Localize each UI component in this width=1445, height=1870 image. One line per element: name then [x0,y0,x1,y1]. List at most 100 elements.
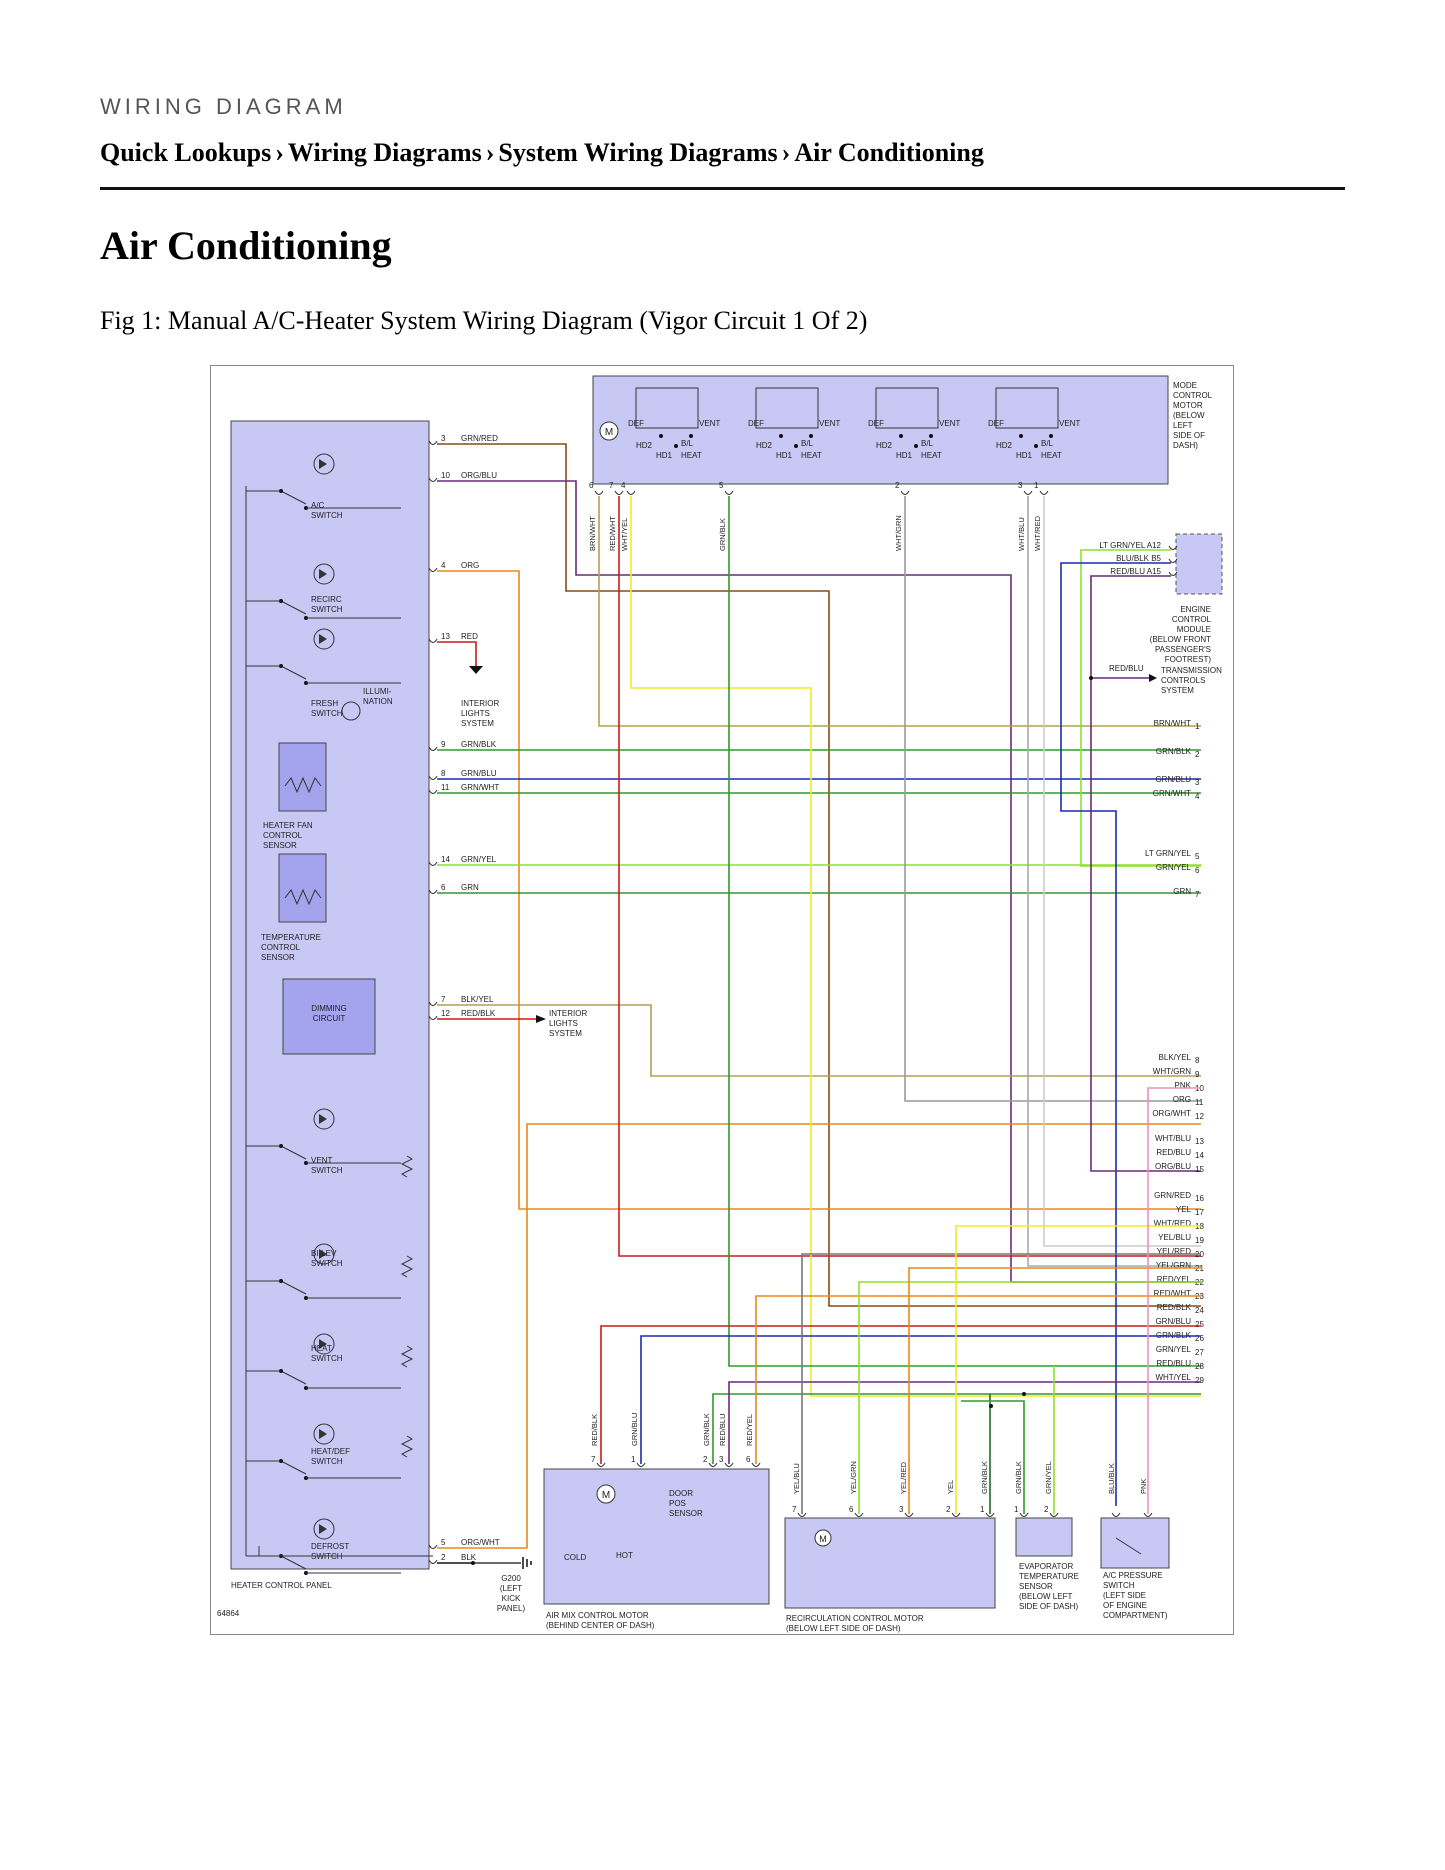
ac-pressure-switch-label: A/C PRESSURE [1103,1571,1163,1580]
mode-switch-frame [875,387,939,429]
ac-pressure-switch-label: OF ENGINE [1103,1601,1147,1610]
resistor-icon [400,1435,414,1458]
illumination-label: NATION [363,697,393,706]
connector-pin-number: 12 [1195,1112,1204,1121]
resistor-icon [284,888,322,906]
connector-wire-label: ORG/WHT [1152,1109,1191,1118]
arrow-icon [1149,674,1157,682]
panel-wire-label: GRN/BLU [461,769,497,778]
connector-wire-label: RED/BLU [1156,1148,1191,1157]
connector-pin-number: 8 [1195,1056,1200,1065]
air-mix-pin: 2 [703,1455,708,1464]
panel-wire-label: GRN/WHT [461,783,499,792]
mode-wire-whtblu [1027,496,1201,1267]
switch-contact-icon [280,600,307,615]
panel-pin-number: 5 [441,1538,446,1547]
connector-pin-number: 7 [1195,890,1200,899]
panel-pin-number: 9 [441,740,446,749]
connector-pin-number: 6 [1195,866,1200,875]
switch-contact-icon [280,665,307,680]
evaporator-sensor-label: EVAPORATOR [1019,1562,1073,1571]
recirc-switch-label: SWITCH [311,605,343,614]
ecm-label: ENGINE [1180,605,1211,614]
ecm-label: CONTROL [1172,615,1212,624]
air-mix-connector [724,1462,734,1467]
recirculation-motor-label: (BELOW LEFT SIDE OF DASH) [786,1624,901,1633]
arrow-icon [469,666,483,674]
mode-motor-wire-label: BRN/WHT [588,516,597,551]
mode-motor-pin: 2 [895,481,900,490]
ac-switch-label: A/C [311,501,325,510]
connector-wire-label: GRN/BLU [1155,1317,1191,1326]
breadcrumb-item-wiring-diagrams[interactable]: Wiring Diagrams [287,138,482,167]
air-mix-connector [596,1462,606,1467]
connector-wire-label: WHT/GRN [1153,1067,1191,1076]
breadcrumb-item-air-conditioning[interactable]: Air Conditioning [794,138,984,167]
recirc-connector [985,1512,995,1517]
mode-motor-connector [724,490,734,495]
mode-label-vent: VENT [819,419,840,428]
engine-control-module-box [1175,533,1223,595]
panel-pin-connector [428,1015,438,1020]
panel-pin-connector [428,1559,438,1564]
ground-label: G200 [501,1574,521,1583]
interior-lights-label: INTERIOR [549,1009,587,1018]
ac-pressure-switch-label: COMPARTMENT) [1103,1611,1168,1620]
interior-lights-label: LIGHTS [461,709,490,718]
junction-dot [1049,434,1053,438]
pressure-wire-pnk [1147,1087,1201,1514]
mode-label-hd2: HD2 [996,441,1013,450]
heater-fan-sensor-label: HEATER FAN [263,821,313,830]
ground-icon [522,1557,532,1569]
interior-lights-label: SYSTEM [461,719,494,728]
recirc-wire-label: GRN/BLK [980,1461,989,1494]
mode-wire-whtgrn [904,496,1201,1102]
cold-label: COLD [564,1553,586,1562]
mode-control-motor-label: DASH) [1173,441,1198,450]
panel-pin-connector [428,789,438,794]
connector-wire-label: RED/WHT [1154,1289,1191,1298]
mode-label-bl: B/L [1041,439,1054,448]
recirc-wire-yel [955,1225,1201,1514]
illumination-label: ILLUMI- [363,687,392,696]
mode-motor-wire-label: WHT/GRN [894,515,903,551]
air-mix-wire-label: RED/YEL [745,1414,754,1446]
mode-label-hd1: HD1 [656,451,673,460]
air-mix-pin: 7 [591,1455,596,1464]
indicator-led-icon [313,453,335,475]
breadcrumb-separator: › [485,138,495,167]
connector-wire-label: BRN/WHT [1154,719,1191,728]
diode-icon [319,459,327,469]
junction-dot [794,444,798,448]
panel-wire-label: BLK/YEL [461,995,494,1004]
recirc-wire-yelblu [801,1253,1201,1514]
illumination-lamp-icon [341,701,361,721]
mode-motor-pin: 6 [589,481,594,490]
air-mix-connector [636,1462,646,1467]
ecm-label: PASSENGER'S [1155,645,1211,654]
panel-wire-label: ORG/BLU [461,471,497,480]
indicator-led-icon [313,1108,335,1130]
panel-pin-connector [428,567,438,572]
connector-wire-label: WHT/YEL [1155,1373,1191,1382]
recirc-wire-label: YEL [946,1480,955,1494]
breadcrumb-item-system-wiring[interactable]: System Wiring Diagrams [498,138,778,167]
breadcrumb-separator: › [781,138,791,167]
junction-dot [929,434,933,438]
breadcrumb-item-quick-lookups[interactable]: Quick Lookups [100,138,272,167]
tcs-label: SYSTEM [1161,686,1194,695]
recirc-pin: 2 [946,1505,951,1514]
header-divider [100,187,1345,190]
mode-motor-connector [1039,490,1049,495]
connector-pin-number: 4 [1195,792,1200,801]
connector-wire-label: YEL/GRN [1156,1261,1191,1270]
recirc-pin: 7 [792,1505,797,1514]
mode-wire-redwht [618,496,1201,1257]
air-mix-wire-label: RED/BLK [590,1414,599,1446]
panel-pin-number: 4 [441,561,446,570]
connector-wire-label: BLK/YEL [1159,1053,1192,1062]
connector-pin-number: 25 [1195,1320,1204,1329]
motor-symbol: M [819,1534,827,1544]
